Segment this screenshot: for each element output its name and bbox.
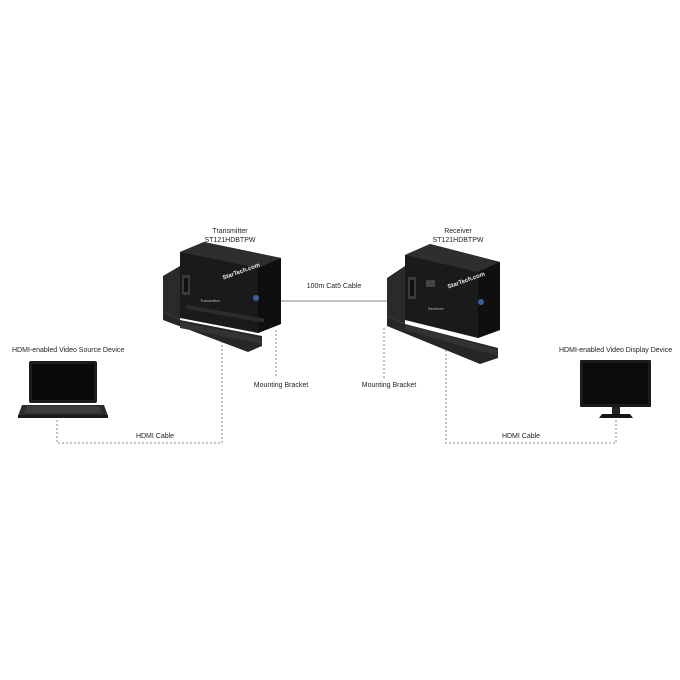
hdmi-cable-left-label: HDMI Cable — [135, 433, 175, 440]
laptop-icon — [18, 361, 108, 418]
monitor-icon — [580, 360, 651, 418]
hdmi-cable-right-label: HDMI Cable — [501, 433, 541, 440]
receiver-panel-text: Receiver — [428, 306, 444, 311]
connection-lines — [56, 297, 617, 444]
cat5-cable-label: 100m Cat5 Cable — [306, 283, 362, 290]
hdmi-cable-right-line — [445, 350, 617, 444]
source-device-label: HDMI-enabled Video Source Device — [12, 347, 125, 354]
receiver-device — [387, 244, 500, 364]
transmitter-model: ST121HDBTPW — [204, 237, 256, 244]
transmitter-device — [163, 242, 281, 352]
transmitter-panel-text: Transmitter — [200, 298, 221, 303]
receiver-title: Receiver — [444, 228, 472, 235]
hdmi-cable-left-line — [56, 340, 223, 444]
bracket-right-label: Mounting Bracket — [361, 382, 417, 389]
bracket-left-label: Mounting Bracket — [253, 382, 309, 389]
display-device-label: HDMI-enabled Video Display Device — [559, 347, 673, 354]
receiver-model: ST121HDBTPW — [432, 237, 484, 244]
transmitter-title: Transmitter — [212, 228, 248, 235]
